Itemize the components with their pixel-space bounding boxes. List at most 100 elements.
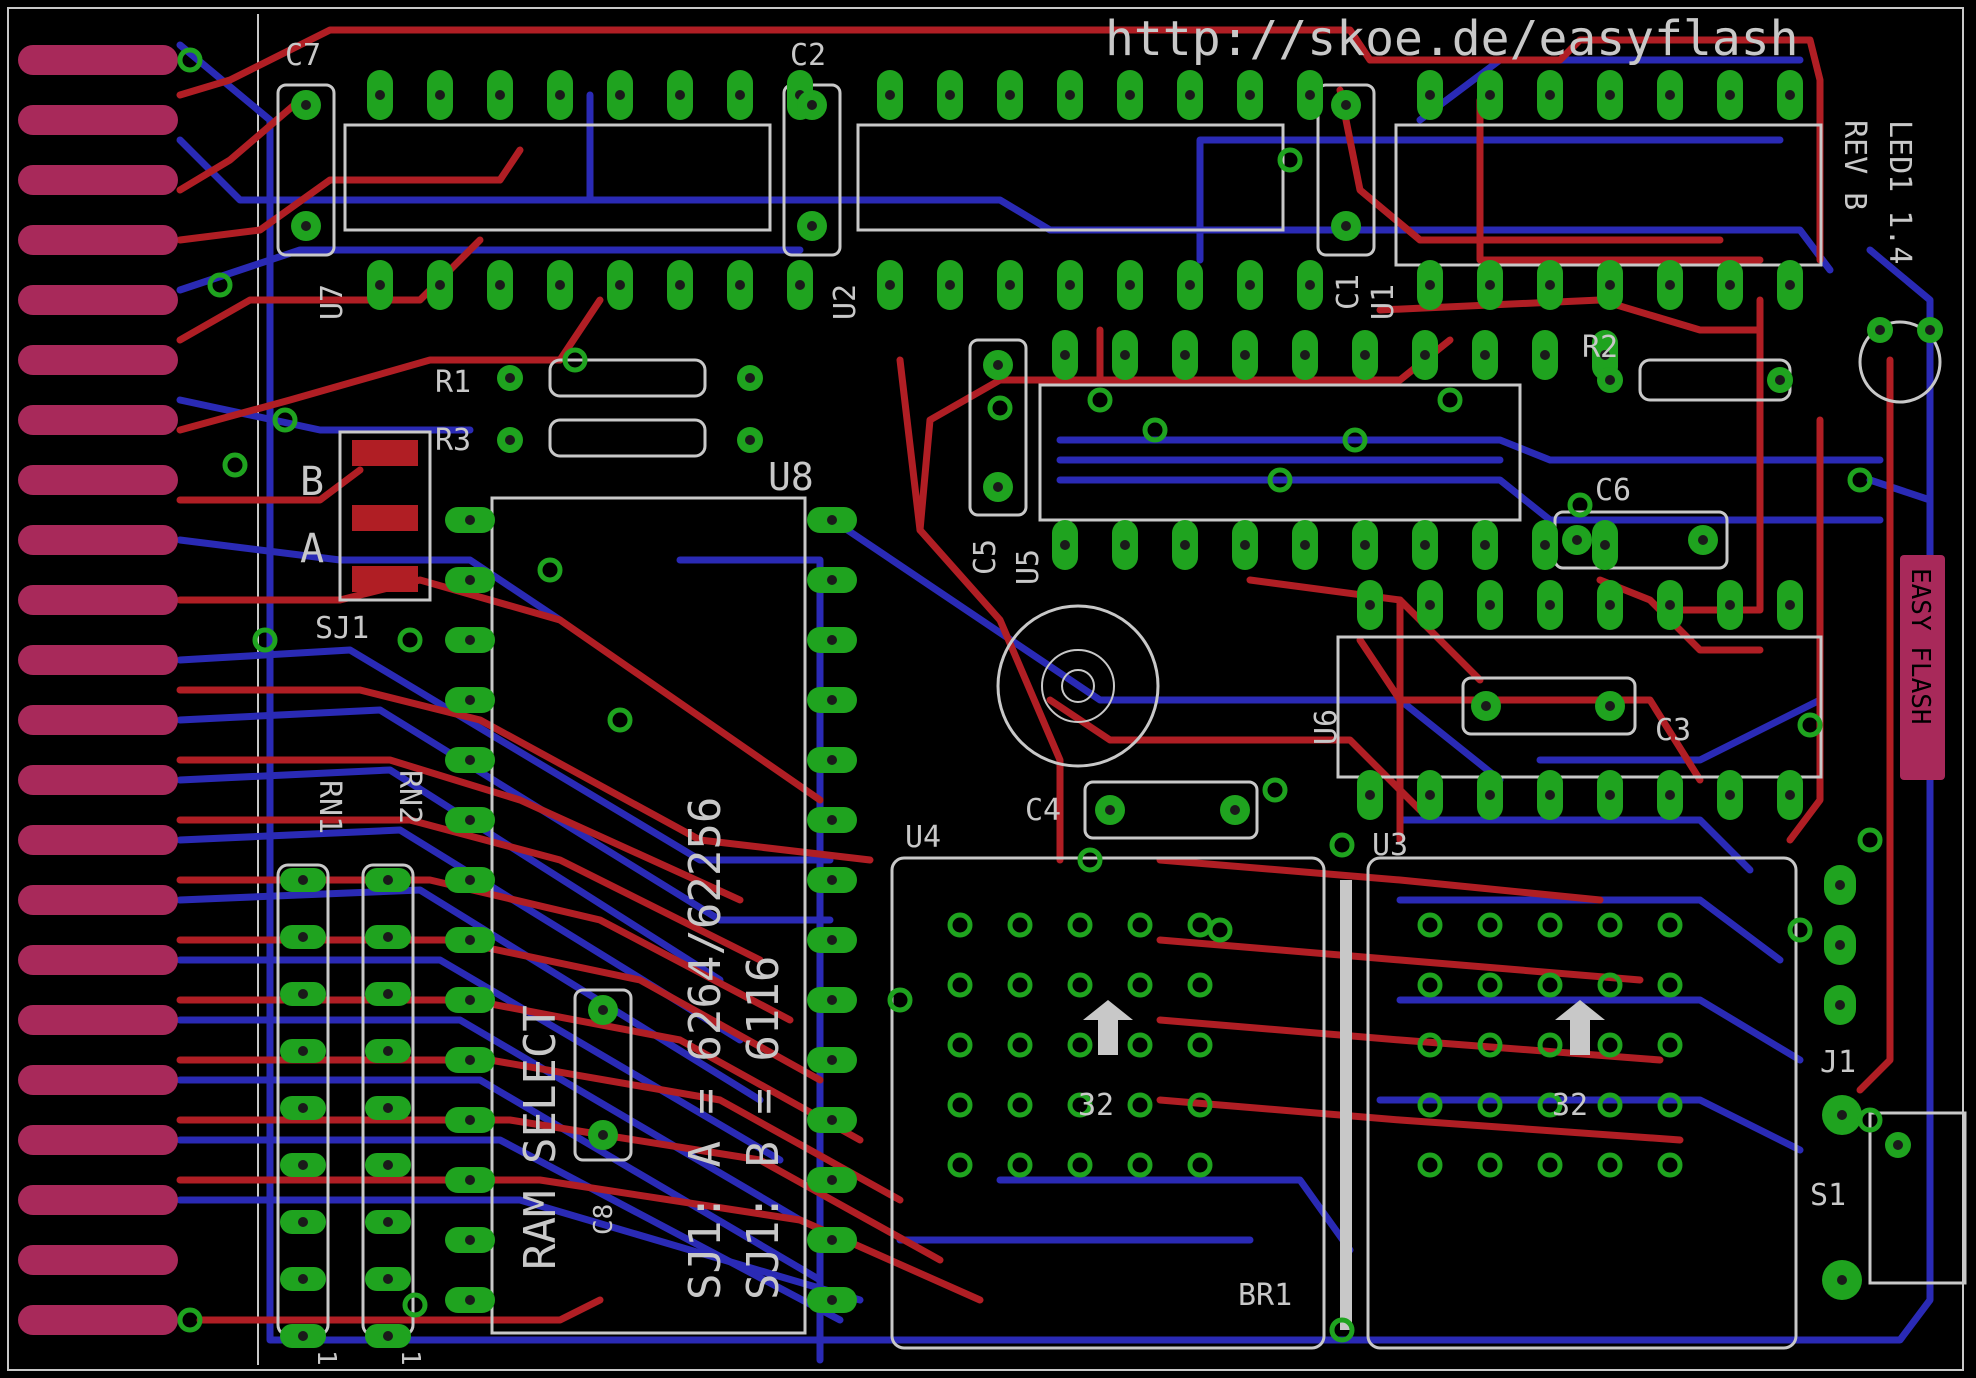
pad-drill: [383, 875, 393, 885]
pad-drill: [827, 995, 837, 1005]
pad-drill: [1893, 1140, 1903, 1150]
pad-drill: [1775, 375, 1785, 385]
via: [1537, 972, 1563, 998]
pad-drill: [827, 1175, 837, 1185]
via: [1127, 972, 1153, 998]
pad-drill: [1005, 90, 1015, 100]
via: [1277, 147, 1303, 173]
via: [1187, 1152, 1213, 1178]
url-label: http://skoe.de/easyflash: [1105, 11, 1799, 67]
pad-drill: [1785, 90, 1795, 100]
pad-drill: [735, 90, 745, 100]
via: [1657, 972, 1683, 998]
pad-drill: [435, 280, 445, 290]
pad-drill: [993, 360, 1003, 370]
edge-connector: [18, 45, 178, 1335]
pad-drill: [615, 90, 625, 100]
edge-finger: [18, 585, 178, 615]
c5-outline: [968, 338, 1028, 517]
c4-outline: [1083, 780, 1259, 840]
edge-finger: [18, 105, 178, 135]
pad-drill: [465, 1175, 475, 1185]
edge-finger: [18, 1185, 178, 1215]
label-sj1-a-note: SJ1: A = 6264/62256: [680, 797, 731, 1300]
via: [1127, 1032, 1153, 1058]
via: [1417, 972, 1443, 998]
pad-drill: [1420, 350, 1430, 360]
pad-drill: [735, 280, 745, 290]
label-c4: C4: [1025, 793, 1061, 828]
pad-drill: [465, 935, 475, 945]
pad-drill: [675, 90, 685, 100]
c1-outline: [1316, 83, 1376, 257]
via: [1007, 912, 1033, 938]
sj1-pad-b: [352, 440, 418, 466]
label-u4: U4: [905, 820, 941, 855]
pad-drill: [465, 755, 475, 765]
pad-drill: [383, 1217, 393, 1227]
pad-drill: [298, 989, 308, 999]
via: [1537, 1032, 1563, 1058]
pad-drill: [383, 1331, 393, 1341]
pad-drill: [505, 435, 515, 445]
via: [1142, 417, 1168, 443]
logo-label: EASY FLASH: [1905, 568, 1935, 725]
mounting-hole-center: [1061, 669, 1095, 703]
pad-drill: [885, 280, 895, 290]
pad-drill: [465, 1235, 475, 1245]
via: [1787, 917, 1813, 943]
pad-drill: [1480, 350, 1490, 360]
pad-drill: [1120, 350, 1130, 360]
label-u8: U8: [768, 455, 814, 499]
u7-outline: [343, 123, 772, 232]
label-s1: S1: [1810, 1178, 1846, 1213]
via: [1207, 917, 1233, 943]
pad-drill: [301, 100, 311, 110]
label-r2: R2: [1582, 330, 1618, 365]
pad-drill: [298, 1274, 308, 1284]
pad-drill: [827, 755, 837, 765]
via: [1417, 1152, 1443, 1178]
c7-outline: [276, 83, 336, 257]
via: [1477, 972, 1503, 998]
pad-drill: [555, 90, 565, 100]
via: [1597, 1092, 1623, 1118]
pad-drill: [1365, 790, 1375, 800]
pad-drill: [1120, 540, 1130, 550]
pad-drill: [1425, 280, 1435, 290]
edge-finger: [18, 285, 178, 315]
pad-drill: [1540, 350, 1550, 360]
pad-drill: [945, 280, 955, 290]
pad-drill: [1300, 350, 1310, 360]
edge-finger: [18, 465, 178, 495]
pad-drill: [993, 482, 1003, 492]
edge-finger: [18, 645, 178, 675]
via: [1187, 912, 1213, 938]
via: [947, 912, 973, 938]
label-pin32-right: 32: [1552, 1088, 1588, 1123]
pin1-arrow-left: [1083, 1000, 1133, 1055]
label-c3: C3: [1655, 713, 1691, 748]
u1-outline: [1394, 123, 1823, 267]
via: [1657, 1092, 1683, 1118]
pad-drill: [1875, 325, 1885, 335]
pad-drill: [1605, 280, 1615, 290]
u5-outline: [1038, 383, 1522, 522]
label-c8: C8: [589, 1204, 619, 1235]
via: [1067, 912, 1093, 938]
via: [1657, 912, 1683, 938]
via: [272, 407, 298, 433]
via: [1077, 847, 1103, 873]
via: [1477, 1032, 1503, 1058]
via: [1477, 912, 1503, 938]
pad-drill: [1180, 540, 1190, 550]
led-label: LED1 1.4: [1882, 120, 1917, 265]
top-copper-layer: [176, 26, 1894, 1324]
pad-drill: [1785, 790, 1795, 800]
via: [1797, 712, 1823, 738]
label-rn2: RN2: [392, 770, 427, 824]
via: [1342, 427, 1368, 453]
pad-drill: [555, 280, 565, 290]
pad-drill: [1105, 805, 1115, 815]
pad-drill: [1425, 90, 1435, 100]
